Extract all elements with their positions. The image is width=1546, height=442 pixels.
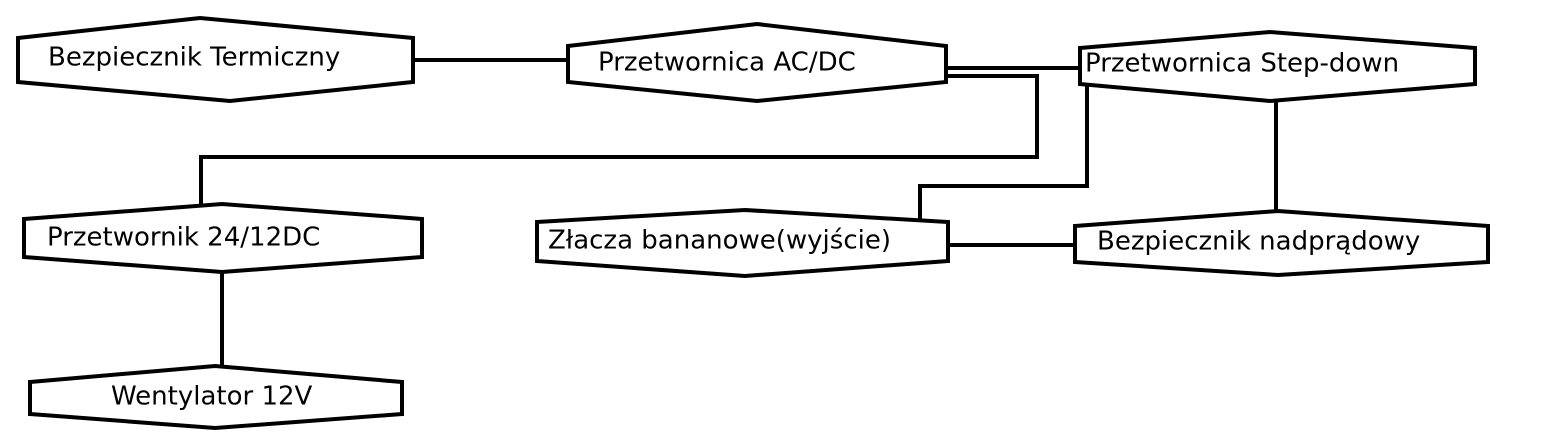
node-thermal-fuse-shape (16, 15, 415, 104)
node-ac-dc-converter: Przetwornica AC/DC (566, 21, 948, 104)
node-fan-label: Wentylator 12V (111, 382, 313, 412)
node-24-12dc-converter: Przetwornik 24/12DC (22, 201, 424, 275)
node-banana-connectors: Złacza bananowe(wyjście) (535, 207, 950, 279)
connector-ac-dc-to-24-12dc (199, 74, 1039, 214)
node-thermal-fuse: Bezpiecznik Termiczny (16, 15, 415, 104)
node-24-12dc-converter-label: Przetwornik 24/12DC (47, 223, 320, 253)
connectors (199, 58, 1278, 368)
node-overcurrent-fuse-label: Bezpiecznik nadprądowy (1097, 227, 1420, 257)
node-fan: Wentylator 12V (28, 363, 404, 431)
node-banana-connectors-shape (535, 207, 950, 279)
node-ac-dc-converter-label: Przetwornica AC/DC (598, 48, 856, 78)
node-banana-connectors-label: Złacza bananowe(wyjście) (548, 226, 891, 256)
node-ac-dc-converter-shape (566, 21, 948, 104)
node-step-down-converter-shape (1078, 29, 1477, 104)
node-overcurrent-fuse-shape (1073, 208, 1490, 278)
node-step-down-converter: Przetwornica Step-down (1078, 29, 1477, 104)
node-step-down-converter-label: Przetwornica Step-down (1085, 49, 1399, 79)
node-24-12dc-converter-shape (22, 201, 424, 275)
node-thermal-fuse-label: Bezpiecznik Termiczny (48, 43, 340, 73)
connector-step-down-to-banana (918, 82, 1089, 224)
node-overcurrent-fuse: Bezpiecznik nadprądowy (1073, 208, 1490, 278)
node-fan-shape (28, 363, 404, 431)
